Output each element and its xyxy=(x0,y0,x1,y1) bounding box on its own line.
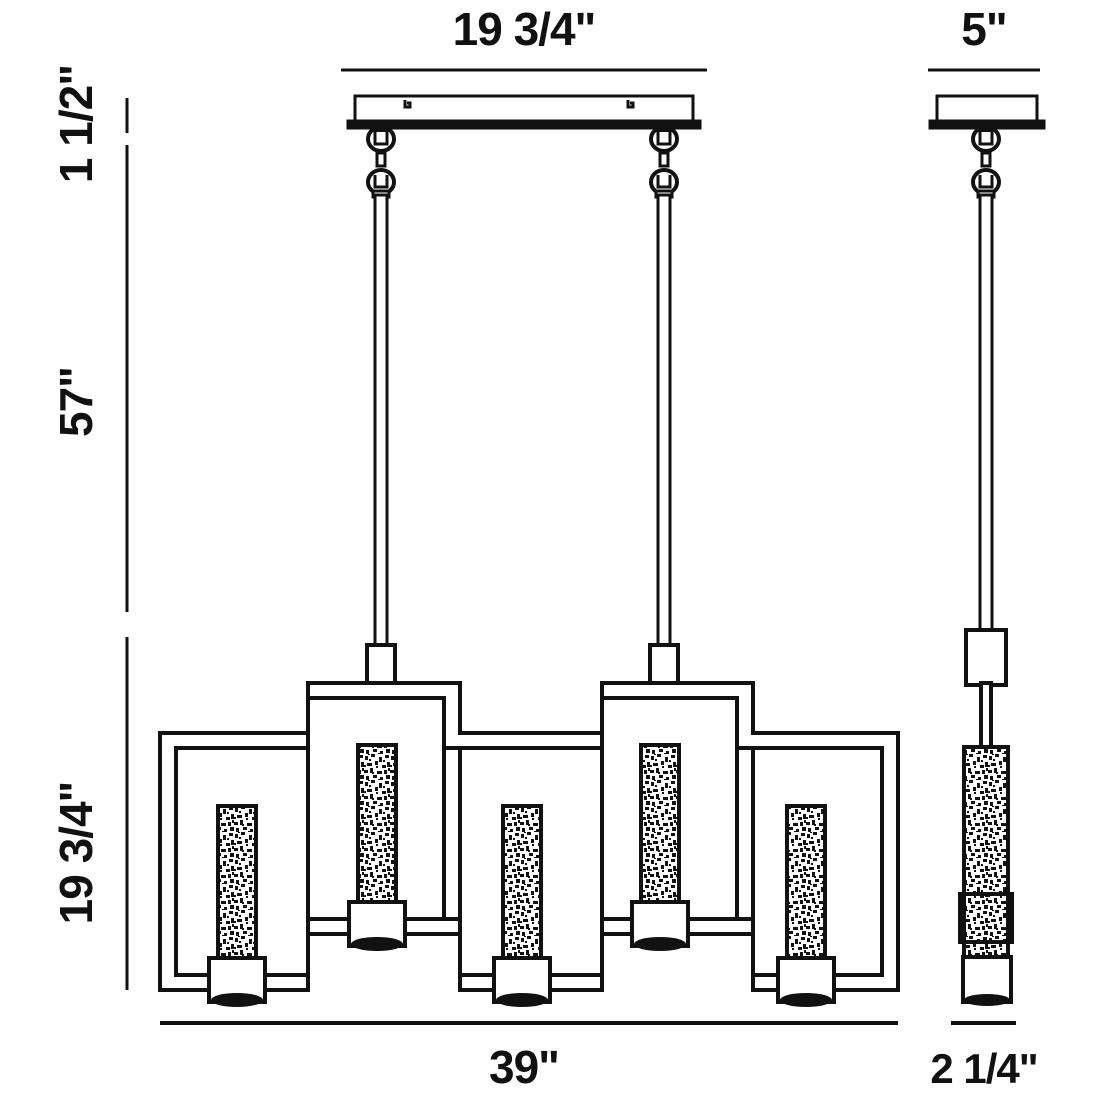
canopy-depth-label: 5" xyxy=(961,3,1006,55)
light-assembly-1 xyxy=(207,804,267,1007)
fixture-depth-label: 2 1/4" xyxy=(930,1045,1037,1092)
overall-width-label: 39" xyxy=(489,1041,559,1093)
canopy-height-label: 1 1/2" xyxy=(50,65,102,183)
canopy-front xyxy=(346,94,702,130)
light-assembly-5 xyxy=(776,804,836,1007)
light-assembly-4 xyxy=(630,743,690,951)
hanger-side xyxy=(964,125,1008,687)
canopy-width-label: 19 3/4" xyxy=(453,3,596,55)
overall-height-label: 57" xyxy=(50,367,102,437)
hanger-left xyxy=(365,125,397,689)
canopy-side xyxy=(928,94,1046,130)
light-assembly-2 xyxy=(347,743,407,951)
fixture-side-profile xyxy=(958,681,1014,1006)
light-assembly-3 xyxy=(492,804,552,1007)
hanger-right xyxy=(648,125,680,689)
fixture-height-label: 19 3/4" xyxy=(50,782,102,925)
